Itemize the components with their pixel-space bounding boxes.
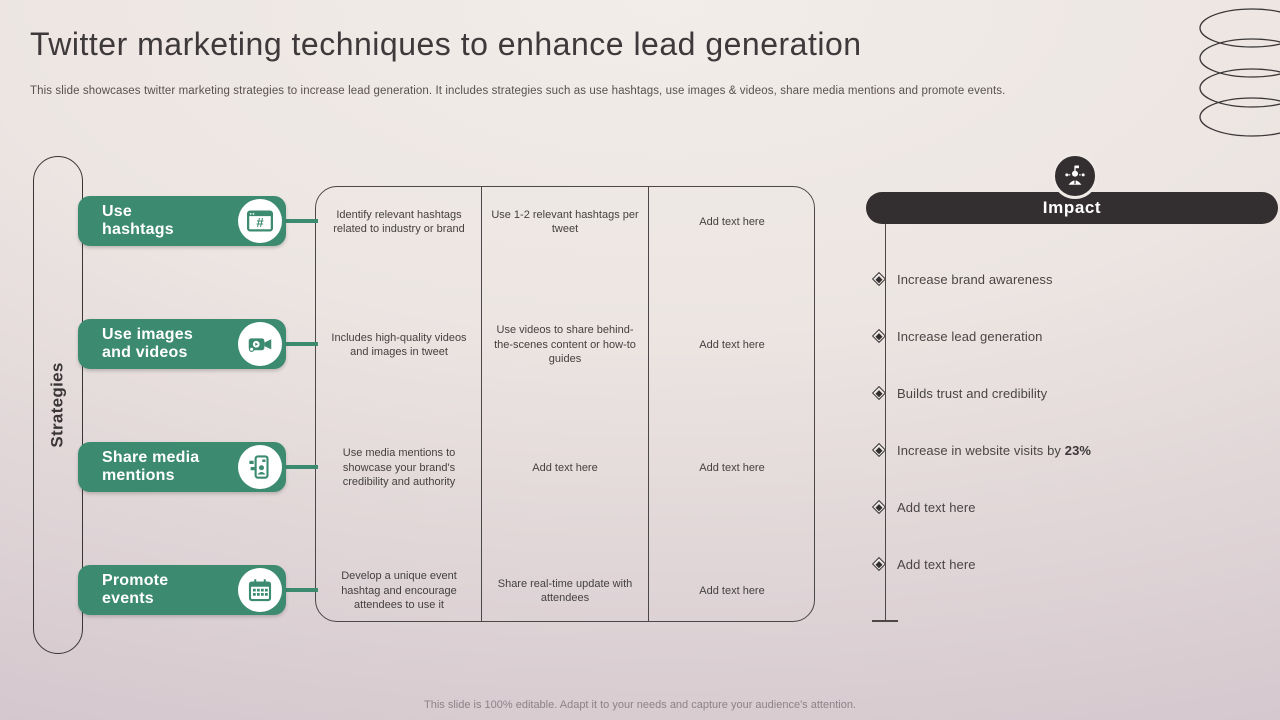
strategy-button-use-images-videos[interactable]: Use images and videos [78,319,286,369]
strategies-bracket: Strategies [33,156,83,654]
hashtag-window-icon: # [238,199,282,243]
table-divider [648,187,649,621]
impact-timeline [885,224,886,620]
influencer-network-icon [1052,153,1098,199]
strategies-axis-label: Strategies [48,362,68,448]
phone-mention-icon [238,445,282,489]
connector-line [284,588,318,592]
table-cell[interactable]: Includes high-quality videos and images … [331,331,467,359]
impact-item[interactable]: Increase brand awareness [871,270,1053,288]
table-cell[interactable]: Add text here [532,461,598,474]
strategy-button-label: Use images and videos [102,325,193,361]
impact-header: Impact [866,192,1278,224]
diamond-bullet-icon [871,499,887,515]
impact-item[interactable]: Increase in website visits by 23% [871,441,1091,459]
impact-item[interactable]: Add text here [871,555,976,573]
strategy-button-use-hashtags[interactable]: Use hashtags # [78,196,286,246]
impact-item[interactable]: Builds trust and credibility [871,384,1047,402]
strategy-button-promote-events[interactable]: Promote events [78,565,286,615]
table-cell[interactable]: Add text here [699,584,765,597]
diamond-bullet-icon [871,556,887,572]
diamond-bullet-icon [871,385,887,401]
strategy-button-share-media-mentions[interactable]: Share media mentions [78,442,286,492]
impact-item[interactable]: Increase lead generation [871,327,1043,345]
table-cell[interactable]: Use videos to share behind-the-scenes co… [494,324,636,366]
strategy-details-table: Identify relevant hashtags related to in… [315,186,815,622]
page-title: Twitter marketing techniques to enhance … [30,26,862,62]
table-cell[interactable]: Identify relevant hashtags related to in… [333,208,465,236]
strategy-button-label: Share media mentions [102,448,200,484]
diamond-bullet-icon [871,328,887,344]
connector-line [284,342,318,346]
connector-line [284,465,318,469]
table-cell[interactable]: Share real-time update with attendees [497,577,633,605]
diamond-bullet-icon [871,271,887,287]
calendar-icon [238,568,282,612]
table-cell[interactable]: Add text here [699,215,765,228]
table-cell[interactable]: Use media mentions to showcase your bran… [342,447,456,489]
video-camera-icon [238,322,282,366]
page-subtitle: This slide showcases twitter marketing s… [30,85,1006,97]
table-cell[interactable]: Use 1-2 relevant hashtags per tweet [491,208,639,236]
impact-header-label: Impact [1042,198,1102,217]
table-cell[interactable]: Add text here [699,338,765,351]
impact-timeline-end [872,620,898,622]
strategy-button-label: Promote events [102,571,169,607]
diamond-bullet-icon [871,442,887,458]
decorative-rings [1195,4,1280,139]
impact-item[interactable]: Add text here [871,498,976,516]
svg-text:#: # [256,215,264,230]
table-cell[interactable]: Develop a unique event hashtag and encou… [341,570,457,612]
table-cell[interactable]: Add text here [699,461,765,474]
strategy-button-label: Use hashtags [102,202,174,238]
table-divider [481,187,482,621]
footer-note: This slide is 100% editable. Adapt it to… [424,699,856,711]
connector-line [284,219,318,223]
